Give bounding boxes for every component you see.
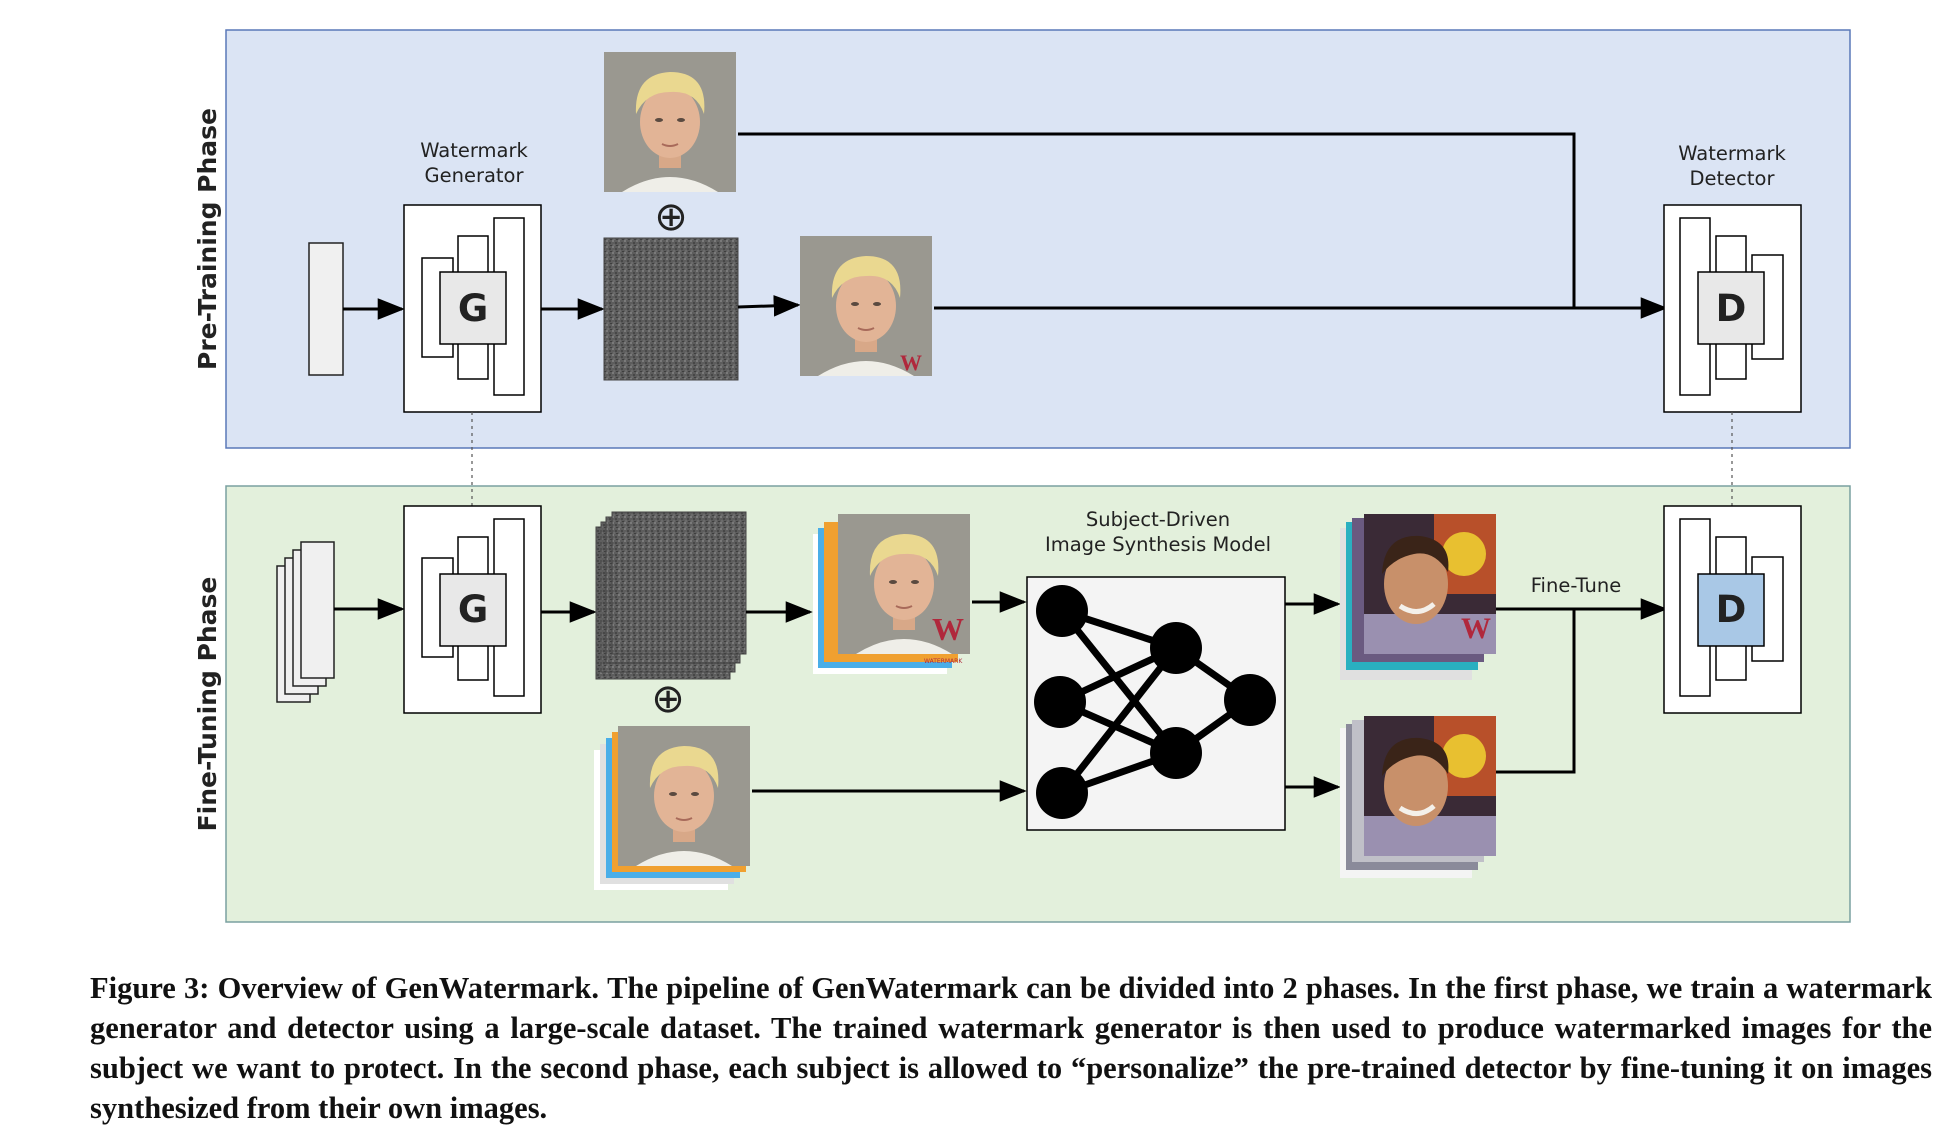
clean-image-pretrain [603, 51, 737, 193]
watermark-noise-pretrain [603, 237, 739, 381]
oplus-icon: ⊕ [654, 194, 688, 240]
input-vector [308, 242, 344, 376]
detector-network-finetune: D [1663, 505, 1802, 714]
watermark-text-stack: WATERMARK [924, 658, 963, 665]
caption-title: Overview of GenWatermark. [217, 971, 599, 1005]
arrow-clean-to-detector [738, 132, 1576, 308]
watermarked-image-pretrain: W [799, 235, 933, 377]
watermark-generator-label-line1: Watermark [420, 139, 528, 162]
finetuning-phase-label: Fine-Tuning Phase [193, 577, 222, 832]
caption-body: The pipeline of GenWatermark can be divi… [90, 971, 1933, 1125]
watermark-generator-label-line2: Generator [424, 164, 524, 187]
synthesized-watermarked-stack: W [1340, 514, 1496, 680]
generator-network-pretrain: G [403, 204, 542, 413]
watermark-detector-label-line1: Watermark [1678, 142, 1786, 165]
detector-letter: D [1716, 287, 1747, 330]
fine-tune-label: Fine-Tune [1531, 574, 1621, 597]
pretraining-phase-label: Pre-Training Phase [193, 108, 222, 370]
watermark-noise-stack [595, 511, 747, 680]
subject-driven-synthesis-model [1026, 576, 1286, 831]
detector-letter-finetune: D [1716, 588, 1747, 631]
watermark-detector-label-line2: Detector [1690, 167, 1776, 190]
caption-figure-number: Figure 3: [90, 971, 210, 1005]
detector-network-pretrain: D [1663, 204, 1802, 413]
watermark-logo-icon-stack: W [932, 611, 964, 647]
watermark-logo-icon: W [900, 350, 922, 375]
connector-synth-clean [1496, 609, 1576, 774]
generator-letter-finetune: G [458, 588, 488, 631]
synth-watermark-logo-icon: W [1461, 612, 1491, 645]
generator-letter: G [458, 287, 488, 330]
subject-model-label-line1: Subject-Driven [1086, 508, 1230, 531]
generator-network-finetune: G [403, 505, 542, 714]
subject-model-label-line2: Image Synthesis Model [1045, 533, 1271, 556]
oplus-icon-finetune: ⊕ [651, 676, 685, 722]
clean-subject-image-stack [594, 725, 751, 890]
synthesized-clean-stack [1340, 716, 1496, 878]
figure-caption: Figure 3: Overview of GenWatermark. The … [90, 968, 1932, 1128]
input-vector-stack [276, 541, 335, 703]
watermarked-image-stack: W WATERMARK [813, 513, 971, 674]
arrow-noise-to-watermarked [737, 295, 801, 317]
